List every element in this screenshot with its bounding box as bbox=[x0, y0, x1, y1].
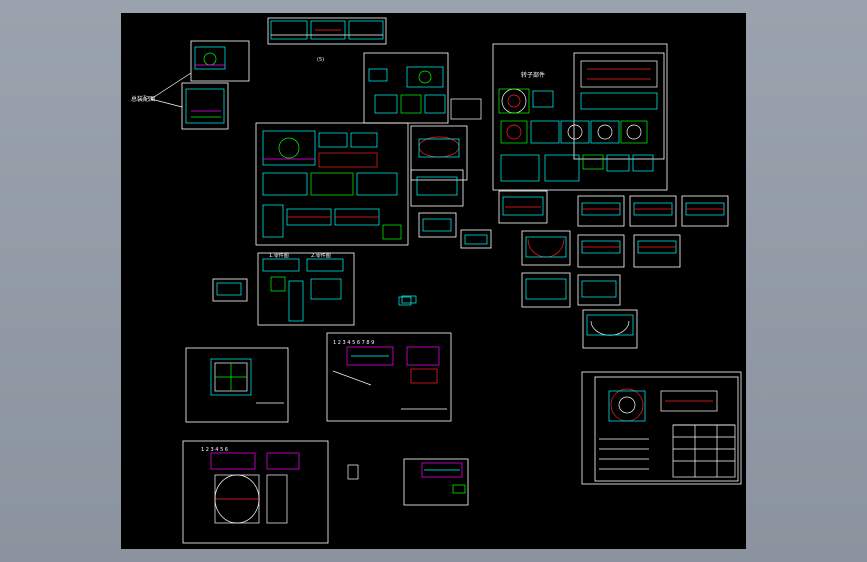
detail-sheet-frame[interactable] bbox=[577, 274, 621, 306]
detail-sheet-frame[interactable] bbox=[363, 52, 449, 124]
detail-sheet-frame[interactable] bbox=[521, 272, 571, 308]
detail-sheet-frame[interactable] bbox=[418, 212, 457, 238]
part-sheet-frame[interactable] bbox=[185, 347, 289, 423]
sheet-a-label: 1.零件图 bbox=[269, 252, 289, 259]
rotor-group-label: 转子部件 bbox=[521, 71, 545, 79]
rotor-detail-frame[interactable] bbox=[573, 52, 665, 160]
parts-list-a-label: 1 2 3 4 5 6 7 8 9 bbox=[333, 340, 374, 346]
assembly-sheet-frame[interactable] bbox=[255, 122, 409, 246]
general-assembly-frame[interactable] bbox=[581, 371, 742, 485]
detail-sheet-frame[interactable] bbox=[460, 229, 492, 249]
part-sheet-frame[interactable] bbox=[182, 440, 329, 544]
detail-sheet-frame[interactable] bbox=[633, 234, 681, 268]
detail-sheet-frame[interactable] bbox=[577, 195, 625, 227]
cad-drawing-svg: 总装配图 转子部件 1.零件图 2.零件图 1 2 3 4 5 6 7 8 9 … bbox=[131, 17, 742, 544]
overview-callout-label: 总装配图 bbox=[131, 95, 155, 103]
general-assembly-inner-frame bbox=[594, 376, 739, 482]
detail-sheet-frame[interactable] bbox=[521, 230, 571, 266]
part-sheet-frame[interactable] bbox=[326, 332, 452, 422]
cad-drawing-canvas[interactable]: 总装配图 转子部件 1.零件图 2.零件图 1 2 3 4 5 6 7 8 9 … bbox=[121, 13, 746, 549]
detail-sheet-frame[interactable] bbox=[181, 82, 229, 130]
sheet-b-label: 2.零件图 bbox=[311, 252, 331, 259]
title-strip-frame[interactable] bbox=[267, 17, 387, 45]
detail-sheet-frame[interactable] bbox=[410, 125, 468, 181]
detail-sheet-frame[interactable] bbox=[629, 195, 677, 227]
part-sheet-frame[interactable] bbox=[403, 458, 469, 506]
rotor-assembly-frame[interactable] bbox=[492, 43, 668, 191]
parts-list-b-label: 1 2 3 4 5 6 bbox=[201, 447, 228, 453]
detail-sheet-frame[interactable] bbox=[681, 195, 729, 227]
detail-sheet-frame[interactable] bbox=[212, 278, 248, 302]
detail-sheet-frame[interactable] bbox=[257, 252, 355, 326]
detail-sheet-frame[interactable] bbox=[577, 234, 625, 268]
small-mark-label: (5) bbox=[317, 57, 324, 63]
detail-sheet-frame[interactable] bbox=[190, 40, 250, 82]
detail-sheet-frame[interactable] bbox=[582, 309, 638, 349]
detail-sheet-frame[interactable] bbox=[498, 190, 548, 224]
detail-sheet-frame[interactable] bbox=[410, 169, 464, 207]
